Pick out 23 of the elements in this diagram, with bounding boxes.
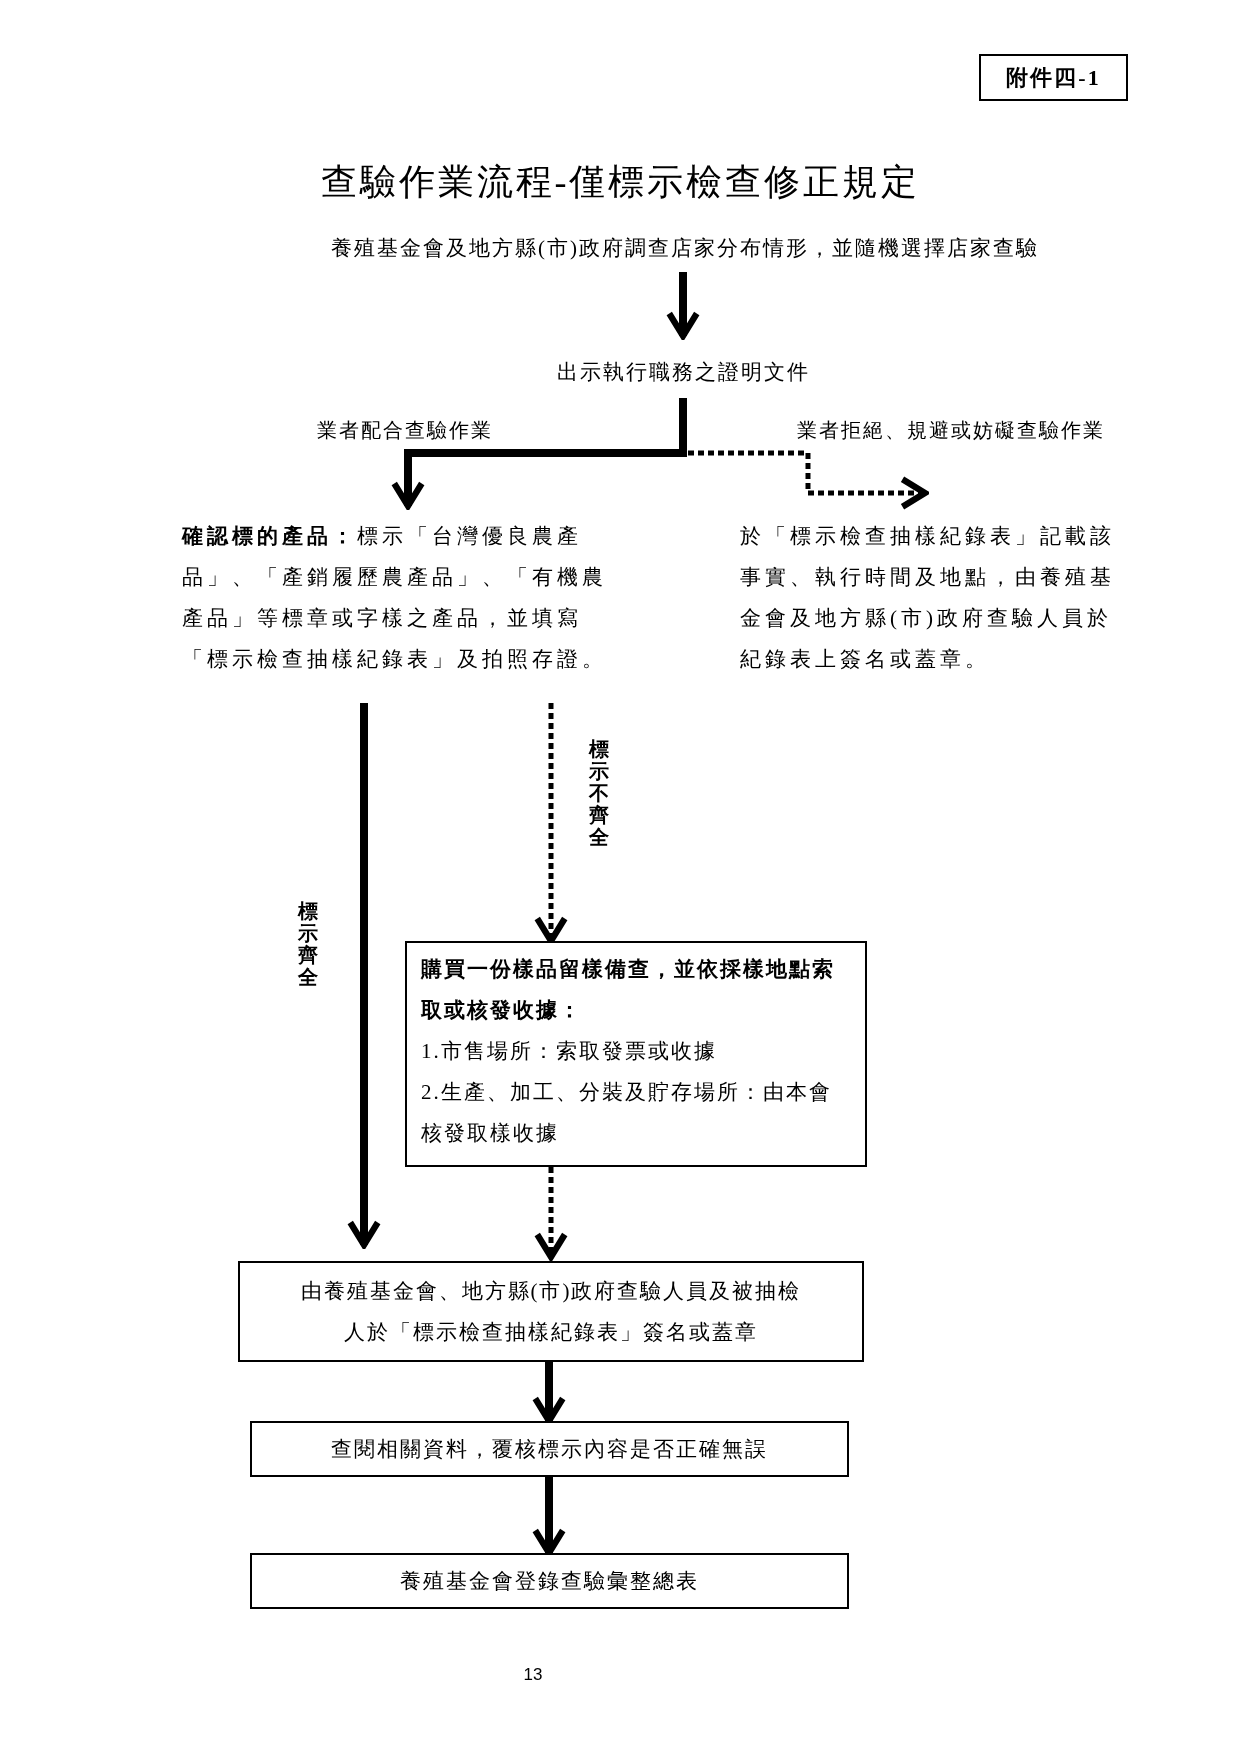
page-number: 13 <box>522 1665 544 1685</box>
process-box <box>238 1261 864 1362</box>
box-heading: 購買一份樣品留樣備查，並依採樣地點索取或核發收據： <box>421 956 836 1024</box>
box-text: 附件四-1 <box>1005 64 1102 92</box>
step-text: 養殖基金會及地方縣(市)政府調查店家分布情形，並隨機選擇店家查驗 <box>330 235 1040 262</box>
dashed-arrow <box>534 1167 568 1261</box>
edge-label: 業者拒絕、規避或妨礙查驗作業 <box>797 417 1105 443</box>
edge-label: 標示不齊全 <box>589 738 609 848</box>
paragraph: 於「標示檢查抽樣紀錄表」記載該事實、執行時間及地點，由養殖基金會及地方縣(市)政府查驗人員於紀錄表上簽名或蓋章。 <box>740 523 1116 673</box>
process-box <box>250 1553 849 1609</box>
attachment-tag <box>979 54 1128 101</box>
box-text: 由養殖基金會、地方縣(市)政府查驗人員及被抽檢人於「標示檢查抽樣紀錄表」簽名或蓋章 <box>299 1277 803 1346</box>
process-box <box>405 941 867 1167</box>
process-box <box>250 1421 849 1477</box>
edge-label: 標示齊全 <box>298 900 318 988</box>
title: 查驗作業流程-僅標示檢查修正規定 <box>319 161 922 204</box>
paragraph: 確認標的產品：標示「台灣優良農產品」、「產銷履歷農產品」、「有機農產品」等標章或字樣之產品，並填寫「標示檢查抽樣紀錄表」及拍照存證。 <box>182 523 608 673</box>
list-item: 1.市售場所：索取發票或收據 <box>421 1038 718 1065</box>
box-text: 查閱相關資料，覆核標示內容是否正確無誤 <box>330 1435 769 1463</box>
step-text: 出示執行職務之證明文件 <box>555 359 811 386</box>
edge-label: 業者配合查驗作業 <box>317 417 493 443</box>
list-item: 2.生產、加工、分裝及貯存場所：由本會核發取樣收據 <box>421 1079 833 1147</box>
box-text: 養殖基金會登錄查驗彙整總表 <box>399 1567 700 1595</box>
